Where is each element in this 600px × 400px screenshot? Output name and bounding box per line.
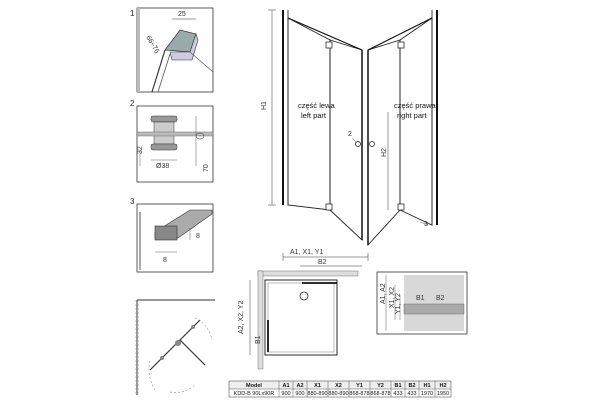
detail-1-number: 1 [130,9,135,18]
table-header-cell: B1 [394,383,401,389]
detail-1-dim-width: 25 [178,11,186,18]
h1-dimension: H1 [261,101,268,110]
table-header-cell: H2 [439,383,446,389]
detail-3-dim-width: 8 [163,257,167,264]
callout-2: 2 [348,131,352,138]
right-part-label-en: right part [397,111,428,120]
section-view: A1, A2 X1, X2 Y1, Y2 B1 B2 [376,271,468,335]
table-cell: 1950 [437,391,449,397]
detail-2: 2 32 70 Ø38 [130,99,214,183]
section-b1-label: B1 [416,295,425,302]
table-header-cell: Y2 [377,383,384,389]
detail-2-number: 2 [130,99,135,108]
front-elevation: H1 H2 część lewa left part część prawa r… [261,9,438,267]
detail-2-dim-32: 32 [137,146,144,154]
table-cell: 900 [295,391,304,397]
table-cell: 433 [393,391,402,397]
plan-view: A2, X2, Y2 B1 [238,270,359,370]
table-header-cell: Model [246,383,262,389]
b2-dimension: B2 [318,259,327,266]
detail-3: 3 8 8 [130,197,214,273]
table-header-cell: Y1 [356,383,363,389]
detail-1: 1 25 66÷76 [130,7,214,93]
detail-1-dim-range: 66÷76 [144,35,160,55]
table-cell: 433 [407,391,416,397]
section-a-label: A1, A2 [380,283,387,304]
left-part-label-pl: część lewa [298,101,336,110]
table-header-cell: H1 [423,383,430,389]
b1-dimension: B1 [255,335,262,344]
door-swing-sketch [135,299,215,395]
h2-dimension: H2 [381,148,388,157]
table-header-bg [229,381,451,389]
section-y-label: Y1, Y2 [395,293,402,314]
table-cell: 880-890 [307,391,327,397]
table-cell: 868-878 [370,391,390,397]
table-cell: 1970 [421,391,433,397]
table-header-cell: A1 [282,383,289,389]
table-header-cell: A2 [296,383,303,389]
table-header-cell: X2 [335,383,342,389]
table-header-cell: X1 [314,383,321,389]
detail-2-dim-70: 70 [203,164,210,172]
right-part-label-pl: część prawa [394,101,437,110]
detail-3-number: 3 [130,197,135,206]
a2-dimension: A2, X2, Y2 [238,301,245,334]
section-x-label: X1, X2 [389,287,396,308]
a1-dimension: A1, X1, Y1 [290,249,323,256]
section-b2-label: B2 [436,295,445,302]
table-cell: 900 [281,391,290,397]
table-cell: 868-878 [349,391,369,397]
table-cell: KDD-B 90Lx90R [234,391,275,397]
table-cell: 880-890 [328,391,348,397]
detail-2-dim-diameter: Ø38 [156,163,169,170]
detail-3-dim-height: 8 [196,233,200,240]
table-header-cell: B2 [408,383,415,389]
left-part-label-en: left part [301,111,327,120]
callout-3: 3 [424,221,428,228]
